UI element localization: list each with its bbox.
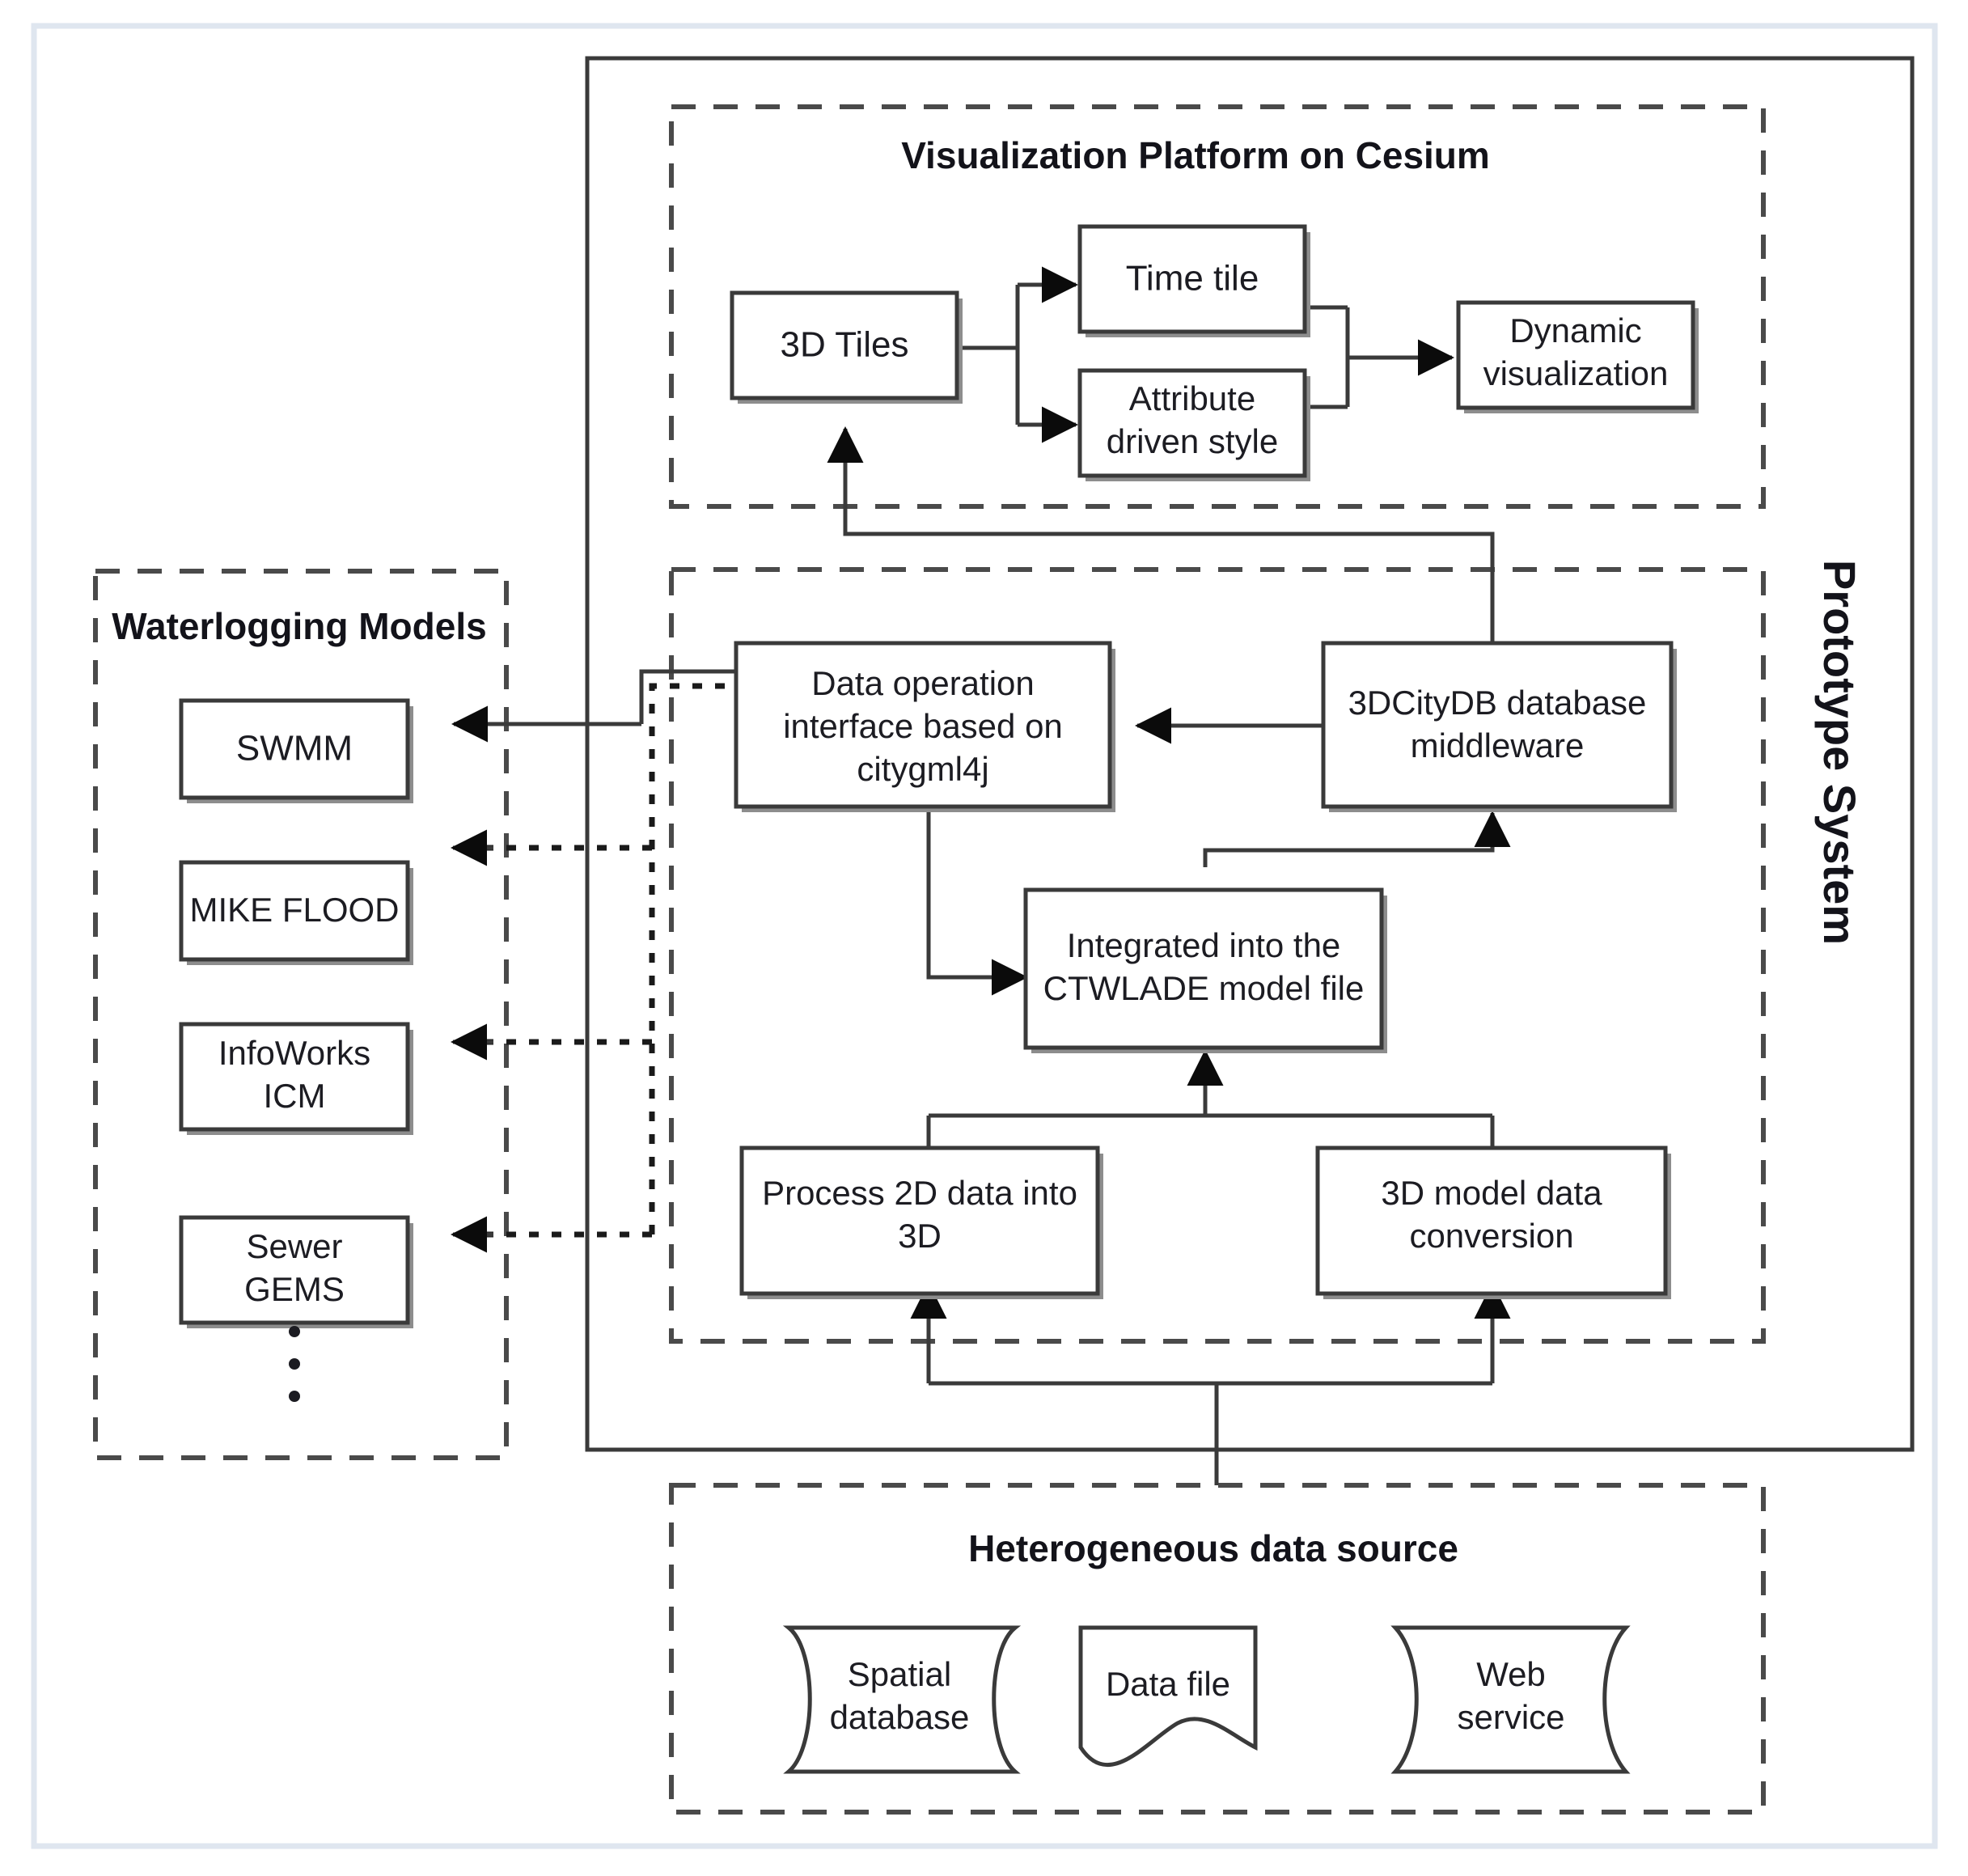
node-integrated-line1: Integrated into the [1067, 926, 1341, 964]
node-sewer-gems[interactable]: Sewer GEMS [179, 1215, 413, 1328]
group-waterlogging-models [93, 569, 509, 1460]
node-swmm-label: SWMM [236, 729, 353, 769]
node-process2d-line2: 3D [898, 1217, 942, 1255]
node-infoworks-icm-line1: InfoWorks [218, 1034, 370, 1072]
node-spatial-database-line2: database [830, 1698, 970, 1736]
node-data-file-label: Data file [1106, 1665, 1230, 1703]
node-more-models-ellipsis [289, 1326, 300, 1402]
node-web-service[interactable]: Web service [1390, 1625, 1631, 1774]
node-data-operation-interface[interactable]: Data operation interface based on citygm… [734, 641, 1115, 812]
page-outer-frame [31, 23, 1938, 1849]
group-data-source-title: Heterogeneous data source [968, 1527, 1458, 1569]
node-sewer-gems-line1: Sewer [246, 1227, 342, 1265]
node-process2d-line1: Process 2D data into [762, 1174, 1077, 1212]
node-3dcitydb-line1: 3DCityDB database [1348, 684, 1647, 722]
node-integrated-ctwlade[interactable]: Integrated into the CTWLADE model file [1023, 887, 1387, 1053]
connector-dotted-bus [649, 683, 843, 1234]
node-conv3d-line2: conversion [1409, 1217, 1573, 1255]
node-dynamic-visualization-line2: visualization [1483, 354, 1669, 392]
node-web-service-line2: service [1457, 1698, 1564, 1736]
group-heterogeneous-data-source [669, 1483, 1766, 1815]
node-attribute-driven-style-line1: Attribute [1129, 379, 1255, 417]
node-mike-flood[interactable]: MIKE FLOOD [179, 860, 413, 965]
node-spatial-database-line1: Spatial [848, 1655, 951, 1693]
group-visualization [669, 104, 1766, 509]
node-sewer-gems-line2: GEMS [244, 1270, 345, 1308]
node-integrated-line2: CTWLADE model file [1043, 969, 1365, 1007]
node-data-file[interactable]: Data file [1078, 1625, 1258, 1768]
node-attribute-driven-style-line2: driven style [1107, 422, 1278, 460]
node-3d-tiles[interactable]: 3D Tiles [730, 290, 963, 404]
node-conv3d-line1: 3D model data [1381, 1174, 1602, 1212]
prototype-system-frame [585, 56, 1915, 1452]
group-visualization-title: Visualization Platform on Cesium [901, 134, 1490, 176]
node-3d-tiles-label: 3D Tiles [781, 325, 909, 365]
prototype-system-label: Prototype System [1814, 560, 1865, 945]
node-mike-flood-label: MIKE FLOOD [189, 891, 399, 929]
connector-citydb-to-3dtiles [827, 426, 1495, 659]
node-time-tile[interactable]: Time tile [1077, 224, 1310, 337]
node-attribute-driven-style[interactable]: Attribute driven style [1077, 368, 1310, 481]
node-web-service-line1: Web [1476, 1655, 1546, 1693]
node-infoworks-icm-line2: ICM [264, 1077, 326, 1115]
group-waterlogging-title: Waterlogging Models [112, 605, 486, 647]
node-time-tile-label: Time tile [1126, 259, 1259, 299]
node-spatial-database[interactable]: Spatial database [782, 1625, 1022, 1774]
node-3dcitydb-middleware[interactable]: 3DCityDB database middleware [1321, 641, 1677, 812]
node-infoworks-icm[interactable]: InfoWorks ICM [179, 1022, 413, 1135]
node-data-operation-line2: interface based on [783, 707, 1063, 745]
node-dynamic-visualization-line1: Dynamic [1509, 311, 1641, 349]
node-data-operation-line3: citygml4j [857, 750, 988, 788]
node-swmm[interactable]: SWMM [179, 698, 413, 803]
node-process-2d-into-3d[interactable]: Process 2D data into 3D [739, 1146, 1103, 1299]
connector-integrated-to-citydb [1203, 810, 1511, 867]
node-3d-model-data-conversion[interactable]: 3D model data conversion [1315, 1146, 1671, 1299]
node-dynamic-visualization[interactable]: Dynamic visualization [1456, 300, 1699, 413]
node-3dcitydb-line2: middleware [1411, 726, 1585, 764]
connector-dataop-to-integrated [926, 811, 1029, 996]
node-data-operation-line1: Data operation [811, 664, 1035, 702]
group-processing [669, 567, 1766, 1344]
